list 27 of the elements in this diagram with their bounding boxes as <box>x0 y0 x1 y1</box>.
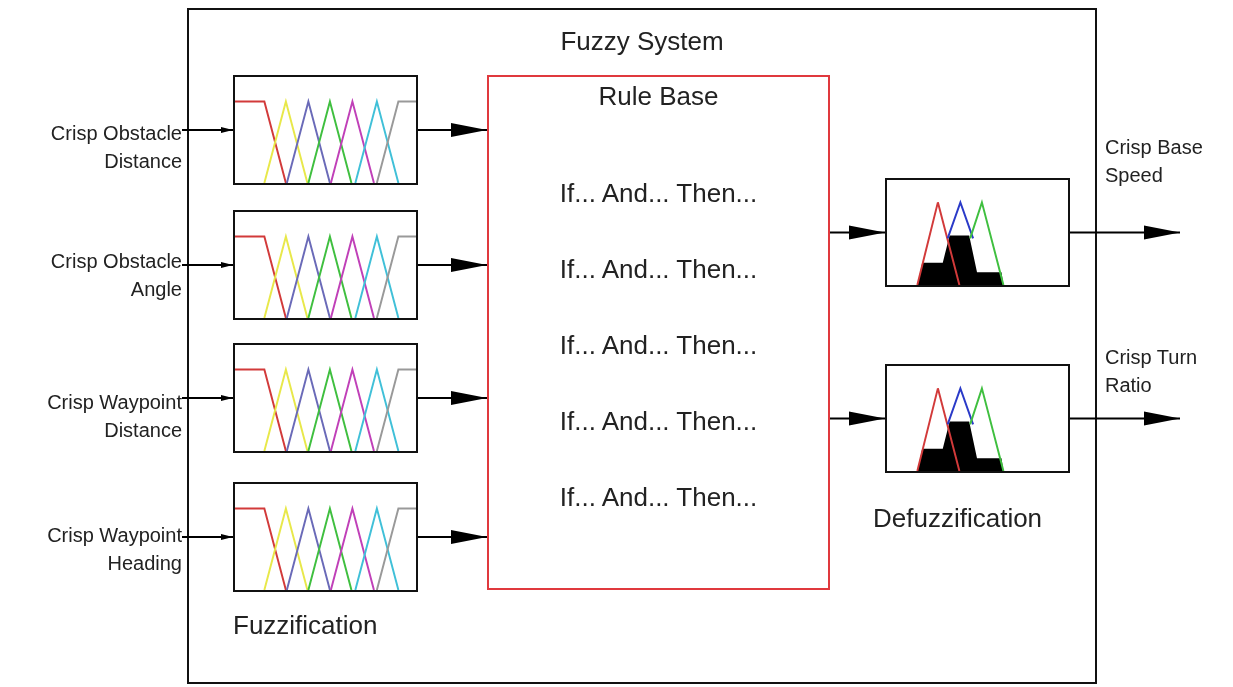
arrow <box>181 127 234 133</box>
rule-text: If... And... Then... <box>559 254 758 285</box>
rule-text: If... And... Then... <box>559 482 758 513</box>
input-label: Crisp Obstacle Angle <box>4 246 182 304</box>
input-label: Crisp Waypoint Distance <box>4 387 182 445</box>
rule-base-title: Rule Base <box>598 81 719 112</box>
stage-label: Defuzzification <box>873 503 1043 534</box>
system-frame <box>187 8 1097 684</box>
arrow <box>417 530 488 544</box>
arrow <box>417 391 488 405</box>
arrow <box>181 395 234 401</box>
arrow <box>829 225 886 240</box>
arrow <box>181 262 234 268</box>
input-label: Crisp Obstacle Distance <box>4 118 182 176</box>
input-label: Crisp Waypoint Heading <box>4 520 182 578</box>
rule-text: If... And... Then... <box>559 330 758 361</box>
arrow <box>1069 225 1181 240</box>
arrow <box>181 534 234 540</box>
arrow <box>417 258 488 272</box>
rule-text: If... And... Then... <box>559 178 758 209</box>
arrow <box>1069 411 1181 426</box>
rule-base-box <box>487 75 830 590</box>
stage-label: Fuzzification <box>233 610 378 641</box>
system-title: Fuzzy System <box>559 26 725 57</box>
arrow <box>829 411 886 426</box>
arrow <box>417 123 488 137</box>
rule-text: If... And... Then... <box>559 406 758 437</box>
